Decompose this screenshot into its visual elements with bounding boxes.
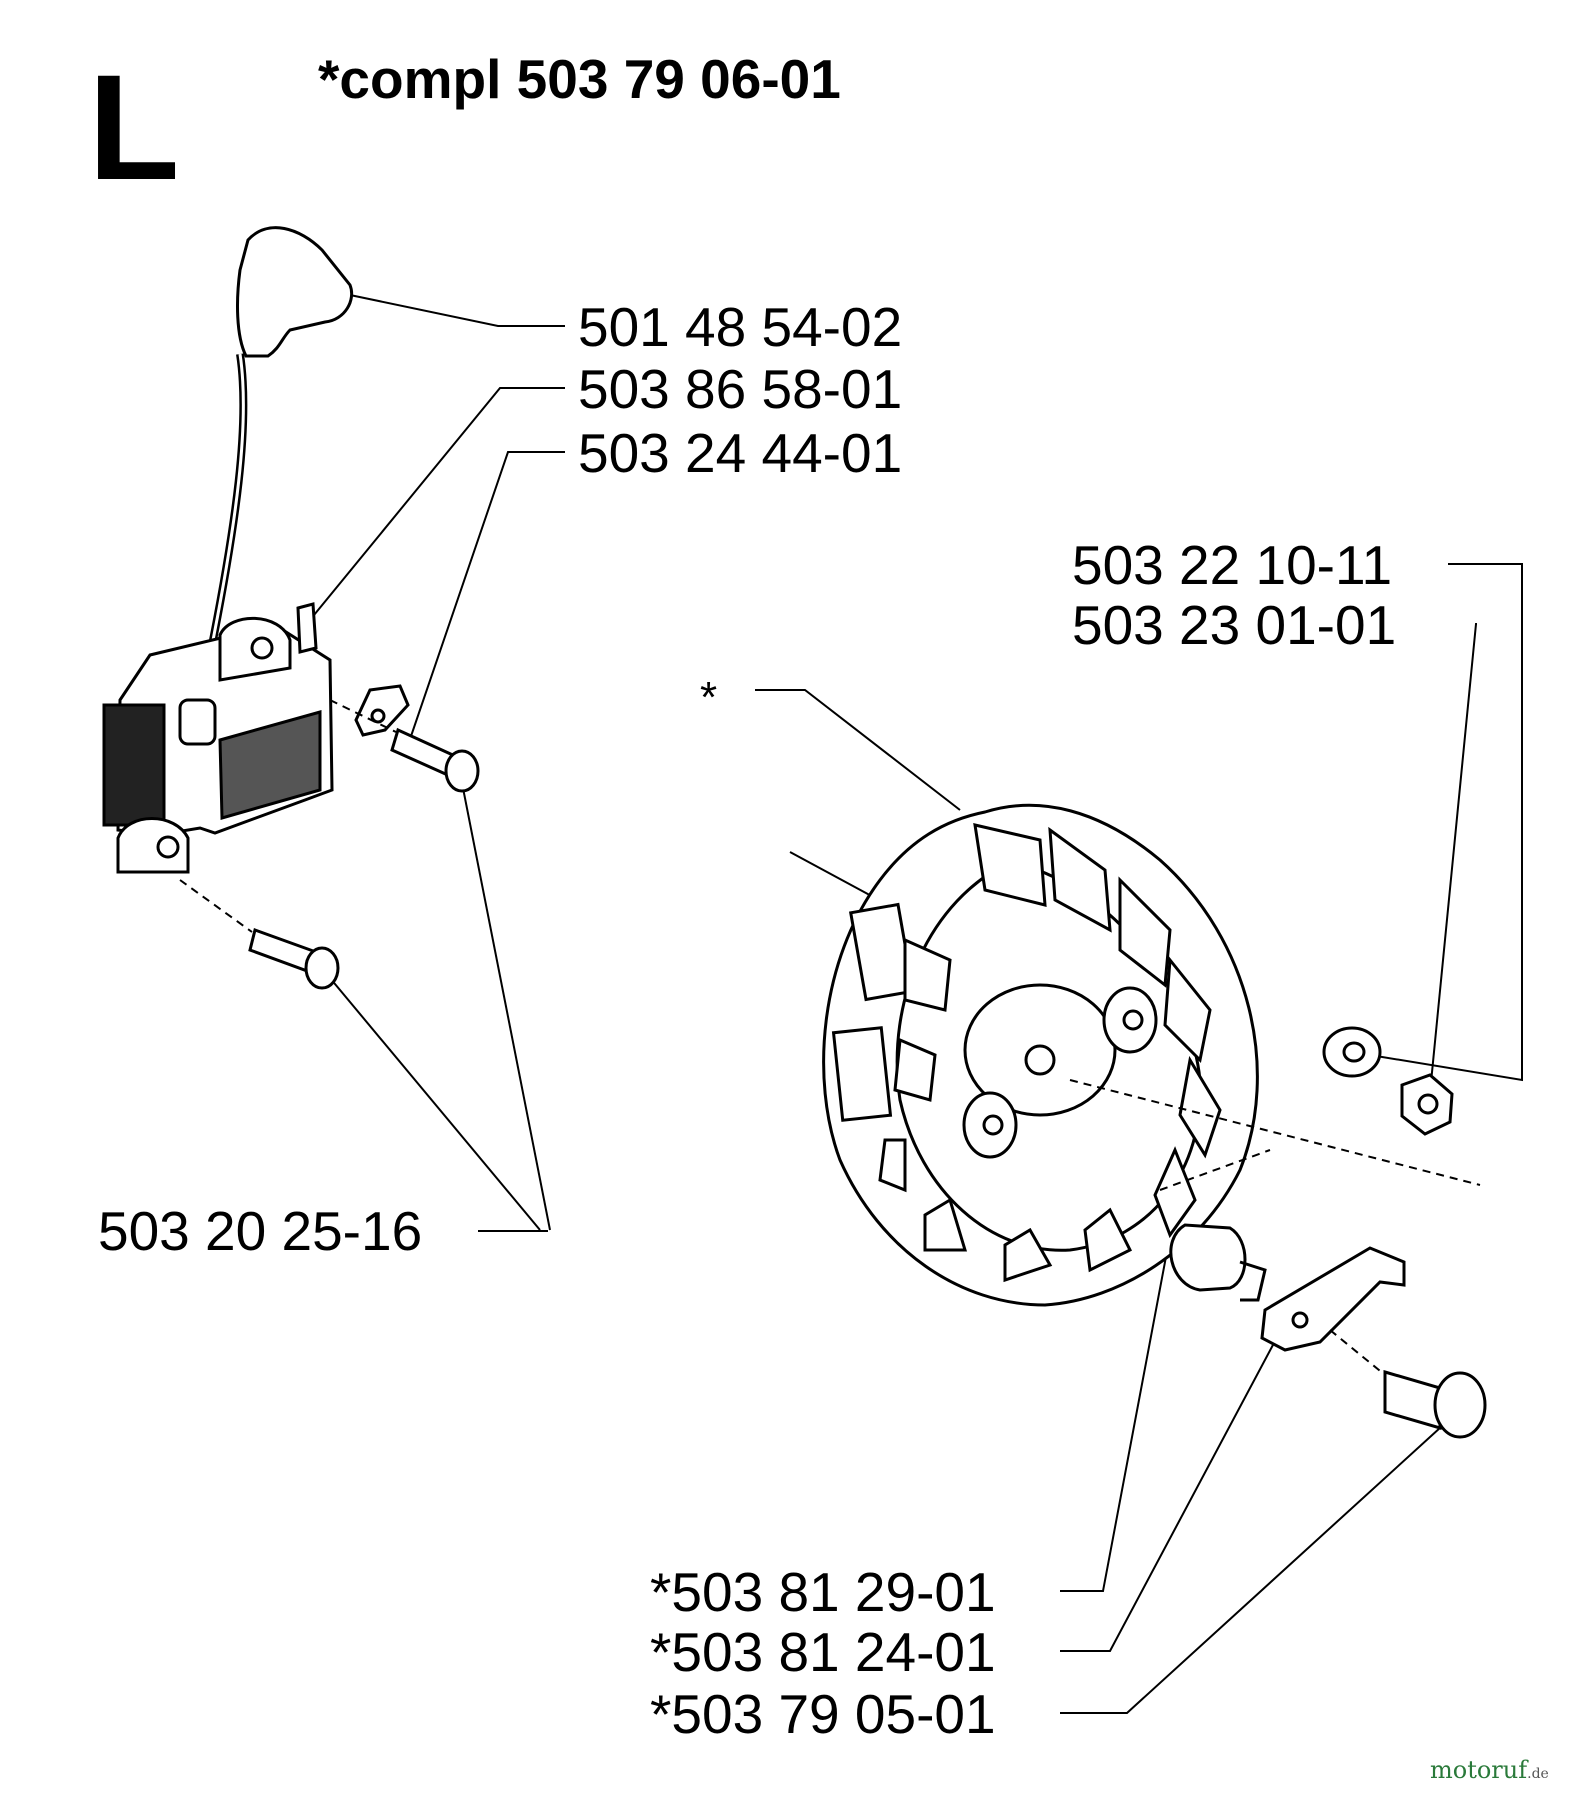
leader-ignition-module (304, 387, 565, 627)
leader-spring (1060, 1192, 1179, 1592)
part-label-pawl-pin: *503 79 05-01 (650, 1683, 996, 1745)
part-label-nut: 503 23 01-01 (1072, 594, 1397, 656)
part-label-spark-cap: 501 48 54-02 (578, 296, 903, 358)
part-label-module-screws: 503 20 25-16 (98, 1200, 423, 1262)
screw-lower (248, 928, 340, 990)
coil-winding (218, 710, 322, 820)
flywheel-drawing (789, 803, 1487, 1439)
clutch-spring-tail (1239, 1260, 1267, 1302)
leader-screw-lower (319, 965, 541, 1231)
terminal-tab (296, 602, 318, 654)
flywheel-fins (878, 823, 1222, 1283)
ignition-module-drawing (102, 226, 480, 990)
leader-pin (1060, 1426, 1442, 1714)
flywheel-magnet-lower (831, 1026, 893, 1122)
flywheel-asterisk: * (700, 673, 718, 722)
coil-lower-lug (116, 817, 190, 874)
pin-axis (1329, 1329, 1386, 1376)
clutch-spring (1169, 1223, 1247, 1292)
spark-plug-cap (236, 226, 353, 358)
leader-asterisk (755, 689, 961, 811)
part-label-spring: *503 81 29-01 (650, 1561, 996, 1623)
flywheel-boss-upper-hole (1122, 1009, 1144, 1031)
part-label-terminal: 503 24 44-01 (578, 422, 903, 484)
terminal-clip-hole (370, 708, 386, 724)
leader-pawl (1060, 1342, 1275, 1652)
lead-boot (178, 698, 217, 746)
coil-laminations (102, 703, 166, 827)
spring-axis (1159, 1149, 1271, 1191)
section-letter: L (88, 43, 180, 211)
flywheel-center-hole (1024, 1044, 1056, 1076)
watermark-suffix: .de (1527, 1766, 1549, 1782)
starter-pawl-hole (1291, 1311, 1309, 1329)
axis-screw-lower (179, 879, 253, 933)
leader-nut (1427, 623, 1477, 1114)
watermark: motoruf.de (1430, 1758, 1549, 1782)
leader-terminal (407, 451, 565, 746)
part-label-washer: 503 22 10-11 (1072, 534, 1393, 596)
crank-axis-right (1069, 1079, 1481, 1186)
washer-hole (1342, 1041, 1366, 1063)
leader-spark-cap (349, 294, 565, 327)
part-label-pawl: *503 81 24-01 (650, 1621, 996, 1683)
complete-assembly-number: *compl 503 79 06-01 (318, 48, 841, 110)
part-label-ignition-module: 503 86 58-01 (578, 358, 903, 420)
pawl-pin (1383, 1370, 1487, 1439)
watermark-brand: motoruf (1430, 1756, 1528, 1784)
axis-screw-upper (329, 699, 397, 733)
coil-upper-hole (250, 636, 274, 660)
coil-lower-hole (156, 835, 180, 859)
leader-screw-upper (461, 782, 551, 1231)
hex-nut-hole (1417, 1093, 1439, 1115)
leader-washer (1351, 563, 1523, 1082)
flywheel-boss-lower-hole (982, 1114, 1004, 1136)
screw-upper (390, 727, 480, 793)
starter-pawl (1260, 1246, 1406, 1352)
